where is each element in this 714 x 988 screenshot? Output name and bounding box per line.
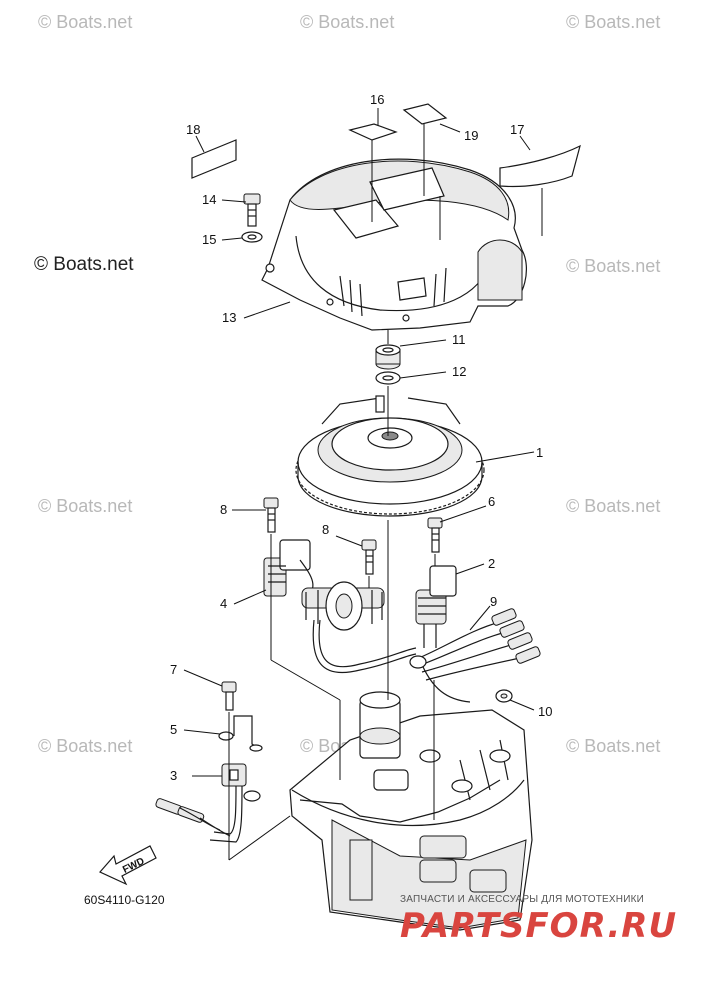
part-5-bracket[interactable] <box>218 715 263 752</box>
part-16-label-sticker[interactable] <box>348 123 398 141</box>
callout-15[interactable]: 15 <box>202 232 216 247</box>
callout-11[interactable]: 11 <box>452 332 466 347</box>
callout-7[interactable]: 7 <box>170 662 177 677</box>
watermark-text: © Boats.net <box>566 736 660 756</box>
callout-19[interactable]: 19 <box>464 128 478 143</box>
part-3-thermo-switch[interactable] <box>155 763 261 843</box>
callout-8-lower[interactable]: 8 <box>322 522 329 537</box>
callout-6[interactable]: 6 <box>488 494 495 509</box>
callout-8-upper[interactable]: 8 <box>220 502 227 517</box>
part-8-bolt-upper[interactable] <box>263 497 279 533</box>
part-9-cdi-leads[interactable] <box>409 608 541 703</box>
leader-lines <box>183 108 535 777</box>
part-10-grommet[interactable] <box>495 689 513 703</box>
callout-3[interactable]: 3 <box>170 768 177 783</box>
callout-9[interactable]: 9 <box>490 594 497 609</box>
shop-tagline: ЗАПЧАСТИ И АКСЕССУАРЫ ДЛЯ МОТОТЕХНИКИ <box>400 894 645 905</box>
part-8-bolt-lower[interactable] <box>361 539 377 575</box>
callout-10[interactable]: 10 <box>538 704 552 719</box>
part-13-flywheel-cover[interactable] <box>261 158 527 331</box>
part-19-label-sticker[interactable] <box>402 103 448 125</box>
part-6-bolt[interactable] <box>427 517 443 553</box>
part-4-stator-coil[interactable] <box>263 539 417 674</box>
boats-net-logo: © Boats.net <box>34 254 134 275</box>
callout-2[interactable]: 2 <box>488 556 495 571</box>
watermark-text: © Boats.net <box>566 12 660 32</box>
part-18-label-sticker[interactable] <box>191 139 237 179</box>
callout-5[interactable]: 5 <box>170 722 177 737</box>
diagram-code: 60S4110-G120 <box>84 893 165 907</box>
callout-17[interactable]: 17 <box>510 122 524 137</box>
watermark-group: © Boats.net © Boats.net © Boats.net © Bo… <box>38 12 660 756</box>
watermark-text: © Boats.net <box>38 736 132 756</box>
callout-18[interactable]: 18 <box>186 122 200 137</box>
part-11-nut[interactable] <box>375 344 401 370</box>
callout-4[interactable]: 4 <box>220 596 227 611</box>
part-17-curved-label[interactable] <box>499 144 581 188</box>
explode-lines <box>228 124 543 861</box>
part-12-washer[interactable] <box>375 371 401 385</box>
power-head-block <box>289 691 533 931</box>
part-1-flywheel-magnet[interactable] <box>295 395 485 517</box>
callout-12[interactable]: 12 <box>452 364 466 379</box>
part-15-washer[interactable] <box>241 231 263 243</box>
part-7-bolt[interactable] <box>221 681 237 711</box>
part-2-charge-coil[interactable] <box>415 565 457 648</box>
watermark-text: © Boats.net <box>566 496 660 516</box>
callout-16[interactable]: 16 <box>370 92 384 107</box>
part-14-bolt[interactable] <box>243 193 261 227</box>
callout-labels: 1 2 3 4 5 6 7 8 8 9 10 11 12 13 14 15 16… <box>170 92 552 783</box>
watermark-text: © Boats.net <box>300 12 394 32</box>
shop-brand-logo: PARTSFOR.RU <box>400 906 678 946</box>
watermark-text: © Boats.net <box>38 12 132 32</box>
fwd-arrow-icon: FWD <box>99 845 157 886</box>
callout-1[interactable]: 1 <box>536 445 543 460</box>
watermark-text: © Boats.net <box>38 496 132 516</box>
watermark-text: © Boats.net <box>566 256 660 276</box>
callout-13[interactable]: 13 <box>222 310 236 325</box>
callout-14[interactable]: 14 <box>202 192 216 207</box>
